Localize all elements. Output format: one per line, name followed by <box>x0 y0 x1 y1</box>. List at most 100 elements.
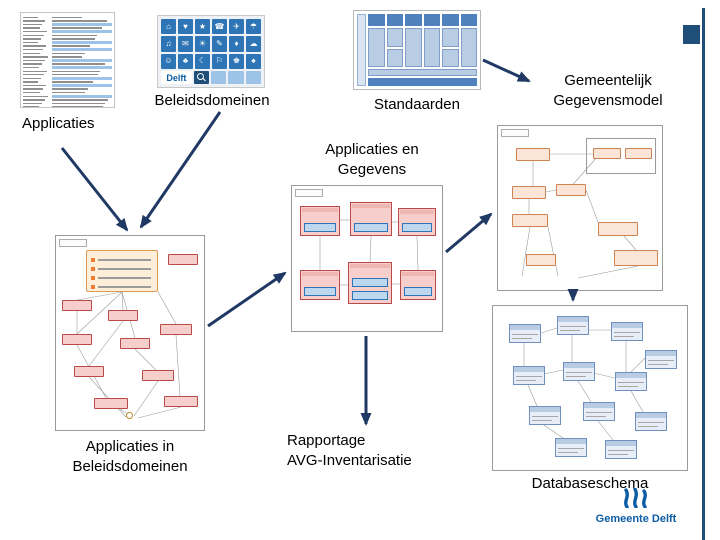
std-column <box>442 14 459 67</box>
text-line <box>23 92 41 94</box>
domain-grid-bottom-row: Delft <box>161 71 261 84</box>
table-cell-name <box>23 66 50 69</box>
appgeg-label-line2: Gegevens <box>337 161 407 178</box>
text-line <box>23 70 48 72</box>
table-cell-value <box>51 45 112 48</box>
music-icon: ♫ <box>161 36 176 52</box>
table-cell-name <box>23 34 50 37</box>
std-body-cell <box>460 28 477 67</box>
beleidsdomeinen-label: Beleidsdomeinen <box>154 92 270 109</box>
text-line <box>51 106 103 107</box>
mini-text-line <box>638 422 664 424</box>
text-line <box>51 102 106 105</box>
table-row <box>23 99 112 102</box>
table-cell-value <box>51 106 112 107</box>
std-body-cell <box>368 28 385 67</box>
mini-text-line <box>516 380 536 382</box>
appgeg-label: Applicaties en Gegevens <box>297 140 447 180</box>
mini-text-line <box>512 334 538 336</box>
table-cell-value <box>51 81 112 84</box>
std-header-cell <box>423 14 440 26</box>
appbeleid-label-line1: Applicaties in <box>85 438 175 455</box>
table-row <box>23 56 112 59</box>
mini-text-line <box>648 364 668 366</box>
mini-app-box <box>168 254 198 265</box>
mini-text-line <box>586 416 606 418</box>
table-cell-value <box>51 74 112 77</box>
mini-domain-group <box>86 250 158 292</box>
text-line <box>51 56 83 58</box>
star-icon: ★ <box>195 19 210 35</box>
mini-bullet <box>91 276 95 280</box>
table-cell-value <box>51 52 112 55</box>
table-cell-name <box>23 27 50 30</box>
text-line <box>51 70 100 72</box>
mini-app-box <box>108 310 138 321</box>
std-side-strip <box>357 14 366 86</box>
mini-class-header <box>564 363 594 368</box>
home-icon: ⌂ <box>161 19 176 35</box>
sun-icon: ☀ <box>195 36 210 52</box>
table-row <box>23 84 112 87</box>
heart-icon: ♥ <box>178 19 193 35</box>
mini-text-line <box>532 416 558 418</box>
club-icon: ♣ <box>178 53 193 69</box>
mini-text-line <box>98 259 151 261</box>
table-cell-name <box>23 88 50 91</box>
mini-class-header <box>558 317 588 322</box>
spade-icon: ♠ <box>246 53 261 69</box>
std-body-cell <box>405 28 422 67</box>
mini-text-line <box>618 382 644 384</box>
standaarden-label: Standaarden <box>374 96 460 113</box>
search-icon-cell <box>193 71 209 84</box>
table-cell-value <box>51 84 112 87</box>
table-row <box>23 106 112 107</box>
mini-group-titlebar <box>302 208 338 212</box>
text-line <box>23 99 45 101</box>
domain-icon-grid: ⌂♥★☎✈☂♫✉☀✎♦☁☺♣☾⚐♚♠ <box>161 19 261 69</box>
mini-text-line <box>586 412 612 414</box>
arrow-appgeg-to-ggm <box>445 212 493 254</box>
table-cell-value <box>51 34 112 37</box>
mini-bullet <box>91 258 95 262</box>
table-cell-name <box>23 56 50 59</box>
table-row <box>23 59 112 62</box>
mini-class-box <box>611 322 643 341</box>
text-line <box>51 81 93 83</box>
text-line <box>23 34 45 36</box>
table-cell-value <box>51 63 112 66</box>
mini-class-box <box>557 316 589 335</box>
text-line <box>51 16 82 18</box>
mini-junction-circle <box>126 412 133 419</box>
mini-class-header <box>616 373 646 378</box>
table-cell-value <box>51 99 112 102</box>
databaseschema-label: Databaseschema <box>531 475 649 492</box>
mini-data-box <box>304 287 336 296</box>
table-cell-value <box>51 30 112 33</box>
table-row <box>23 34 112 37</box>
mini-text-line <box>614 336 634 338</box>
smiley-icon: ☺ <box>161 53 176 69</box>
mini-entity-box <box>512 214 548 227</box>
gemeente-delft-text: Gemeente Delft <box>595 513 677 525</box>
table-cell-name <box>23 106 50 107</box>
text-line <box>23 59 46 62</box>
std-column <box>386 14 403 67</box>
text-line <box>23 63 43 65</box>
mini-app-box <box>164 396 198 407</box>
delft-flame-icon <box>624 487 647 509</box>
rapportage-label: Rapportage AVG-Inventarisatie <box>287 431 412 471</box>
table-row <box>23 88 112 91</box>
plane-icon: ✈ <box>229 19 244 35</box>
std-columns <box>368 14 477 67</box>
mini-app-group <box>300 270 340 300</box>
table-cell-name <box>23 41 50 44</box>
std-column <box>405 14 422 67</box>
mini-class-box <box>529 406 561 425</box>
text-line <box>51 88 88 90</box>
table-cell-name <box>23 38 50 41</box>
mini-text-line <box>558 448 584 450</box>
table-row <box>23 38 112 41</box>
mini-app-group <box>300 206 340 236</box>
gemeente-delft-logo: Gemeente Delft <box>594 487 678 526</box>
